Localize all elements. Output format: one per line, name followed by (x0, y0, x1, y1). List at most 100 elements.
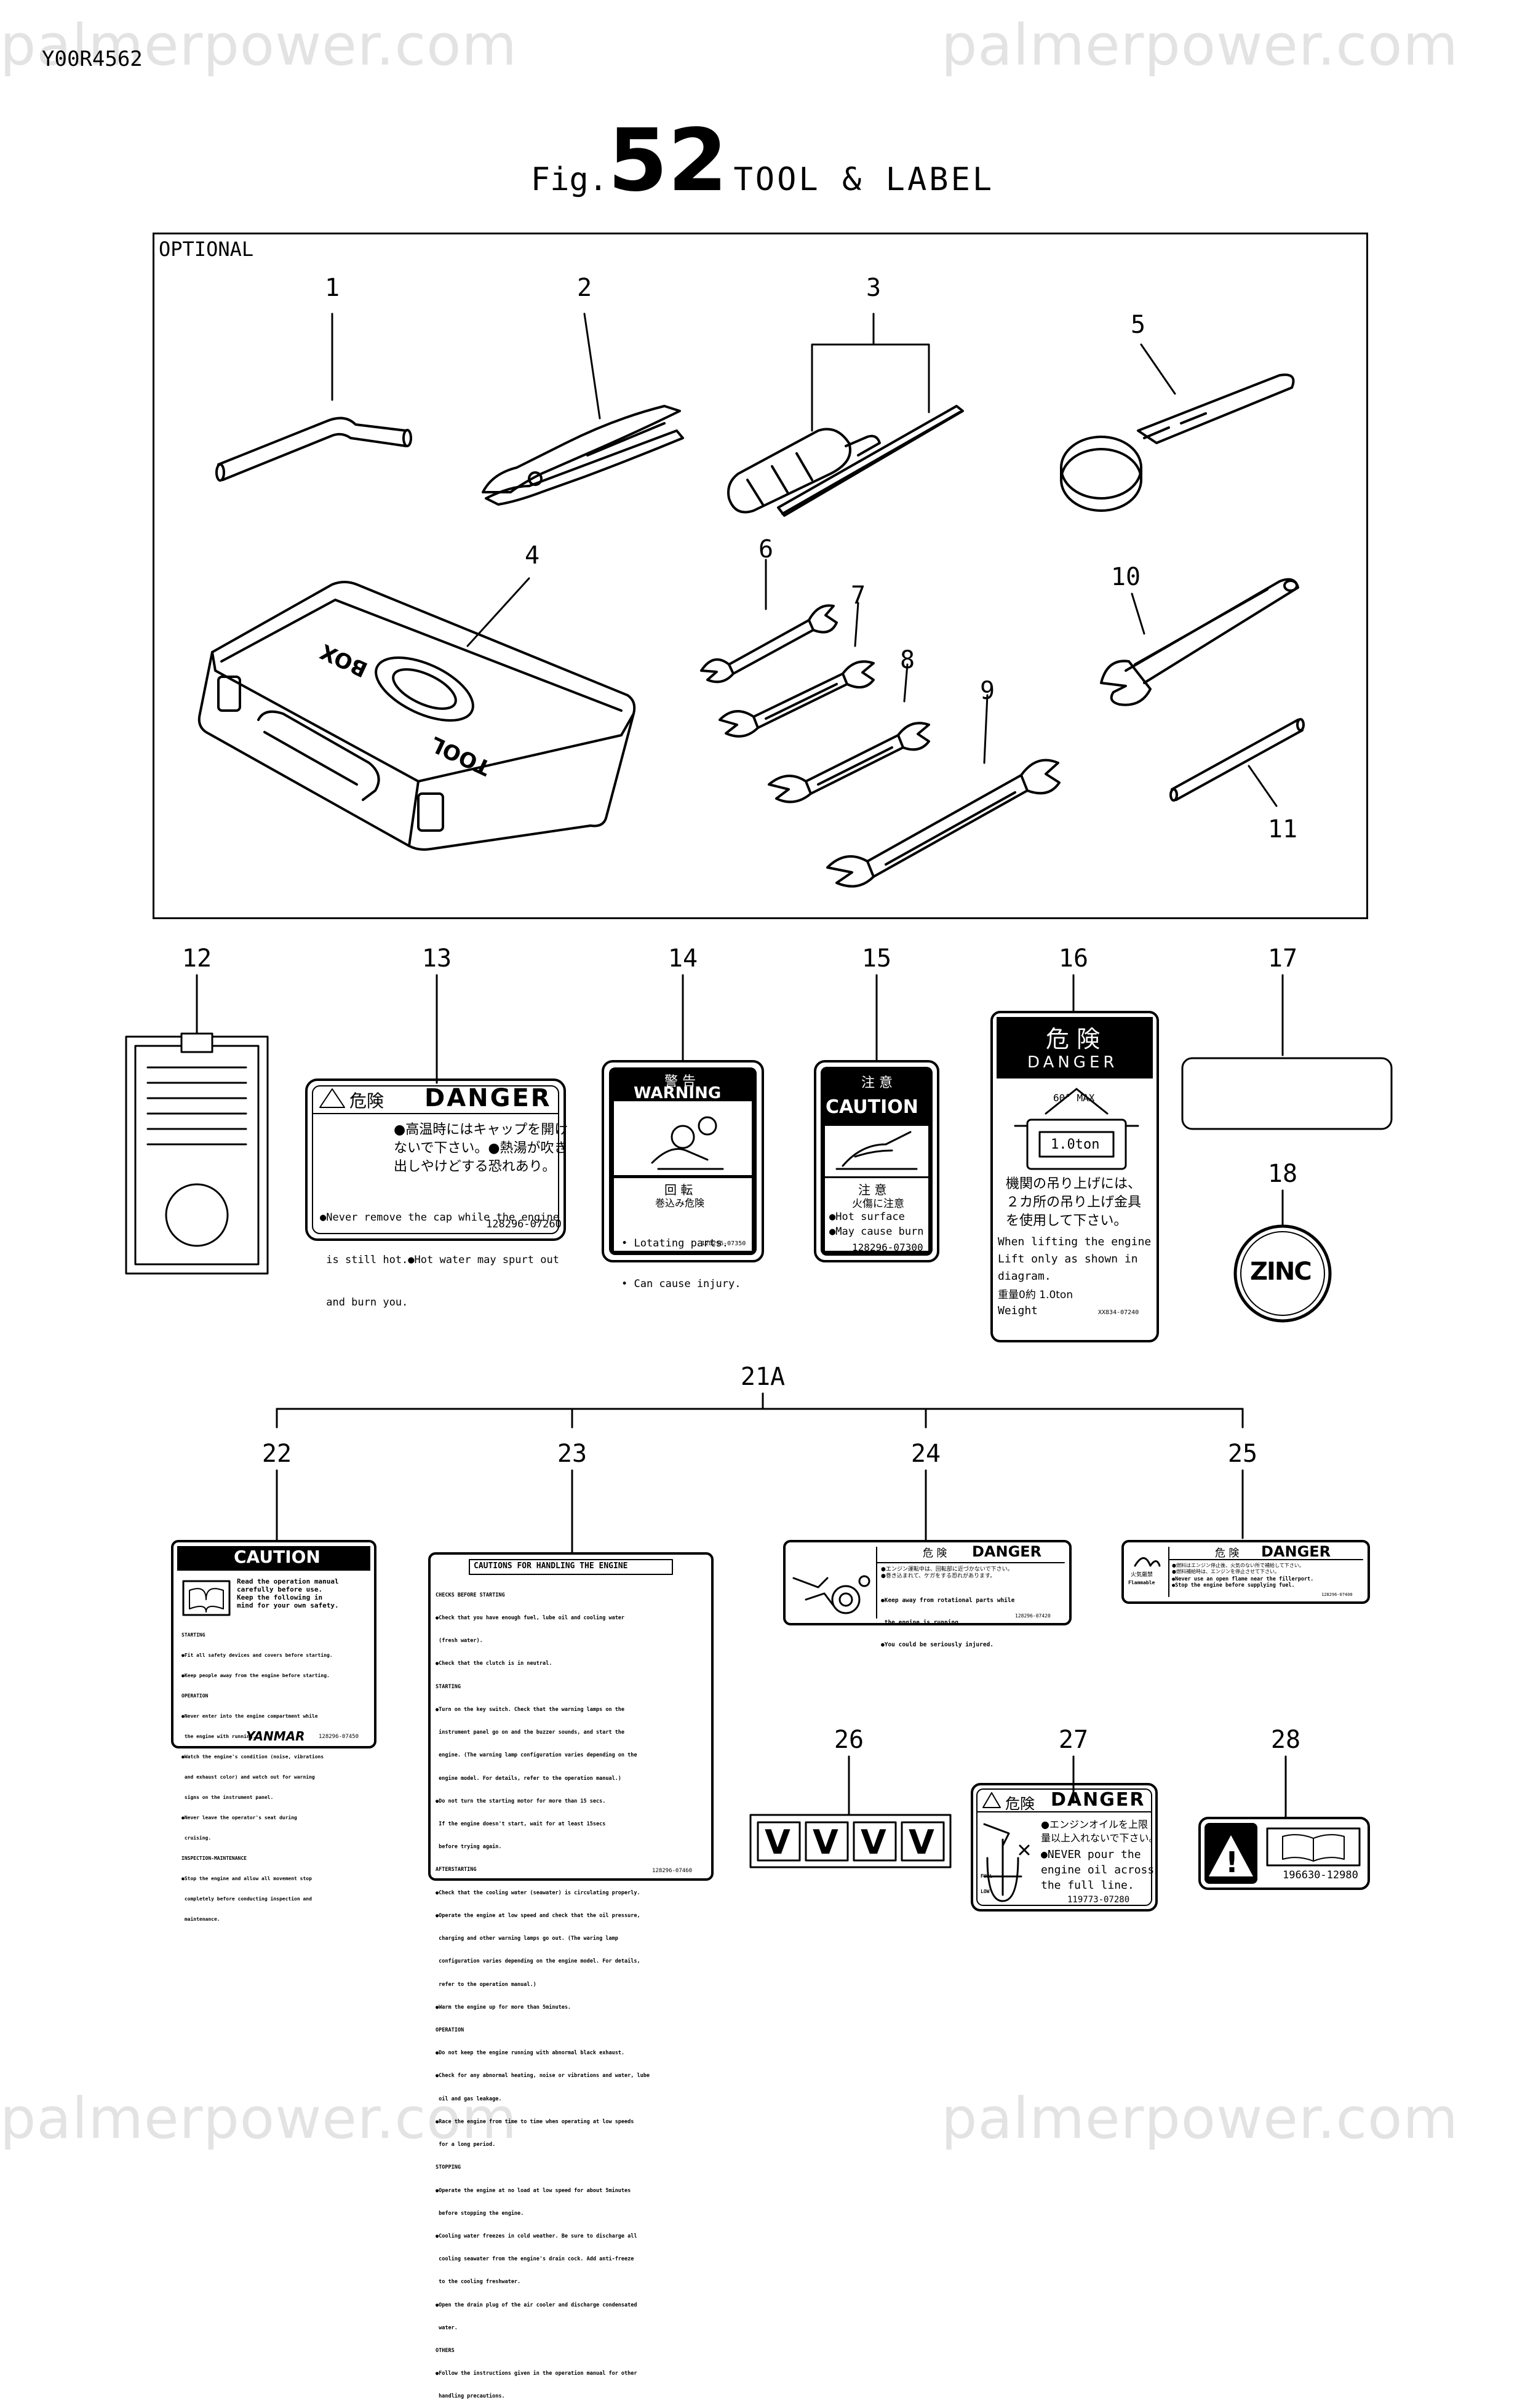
tool-box-icon (197, 581, 636, 851)
label-16-jp-line: 機関の吊り上げには、 (1006, 1176, 1142, 1192)
label-23-body-line: STOPPING (436, 2164, 461, 2171)
label-25-en-line: ●Stop the engine before supplying fuel. (1172, 1582, 1295, 1589)
part-number-13: 13 (421, 944, 452, 973)
label-22-body-line: signs on the instrument panel. (181, 1795, 274, 1800)
part-number-25: 25 (1227, 1440, 1258, 1468)
label-22-head: CAUTION (234, 1547, 321, 1567)
label-13-jp-line: ●高温時にはキャップを開け (394, 1122, 568, 1138)
label-22-body-line: and exhaust color) and watch out for war… (181, 1774, 315, 1780)
label-22-body-line: ●Watch the engine's condition (noise, vi… (181, 1754, 324, 1760)
label-23-body-line: OTHERS (436, 2348, 455, 2354)
label-22-intro: Read the operation manual carefully befo… (237, 1577, 339, 1609)
part-number-14: 14 (667, 944, 698, 973)
label-13-code: 128296-07260 (486, 1218, 562, 1230)
label-23-body-line: AFTERSTARTING (436, 1867, 477, 1873)
wrench-7-icon (719, 660, 875, 738)
label-12-card (125, 1032, 269, 1275)
part-number-6: 6 (758, 535, 774, 564)
label-27-head-jp: 危険 (1005, 1795, 1035, 1812)
label-23-body-line: handling precautions. (436, 2393, 505, 2400)
label-25-jp-line: ●燃料はエンジン停止後、火気のない所で補給して下さい。 (1172, 1563, 1304, 1568)
label-23-body-line: ●Operate the engine at no load at low sp… (436, 2187, 631, 2194)
label-23-body-line: ●Check that you have enough fuel, lube o… (436, 1615, 625, 1622)
label-24-code: 128296-07420 (1015, 1613, 1051, 1619)
label-26-v: V (861, 1823, 886, 1862)
label-13-frame (305, 1078, 566, 1241)
wrench-6-icon (700, 604, 838, 684)
part-number-17: 17 (1267, 944, 1298, 973)
label-14-en: • Lotating parts. • Can cause injury. (621, 1210, 741, 1304)
label-22-intro-line: mind for your own safety. (237, 1601, 339, 1609)
figure-prefix: Fig. (530, 161, 608, 198)
label-27-head-en: DANGER (1051, 1789, 1145, 1811)
part-number-5: 5 (1130, 311, 1146, 339)
label-16-head-jp: 危 険 (1046, 1026, 1101, 1053)
label-22-body-line: cruising. (181, 1835, 212, 1841)
part-number-21A: 21A (740, 1363, 786, 1391)
label-22-intro-line: carefully before use. (237, 1585, 323, 1593)
label-22-code: 128296-07450 (319, 1734, 359, 1740)
label-25-jp-line: ●燃料補給時は、エンジンを停止させて下さい。 (1172, 1569, 1280, 1574)
parts-diagram: BOX TOOL (125, 313, 1393, 1912)
label-26-frame (749, 1814, 952, 1868)
label-23-body-line: cooling seawater from the engine's drain… (436, 2256, 634, 2263)
label-16-angle: 60° MAX (1053, 1092, 1095, 1104)
figure-name: TOOL & LABEL (733, 161, 995, 198)
document-code: Y00R4562 (42, 47, 143, 71)
label-23-body-line: instrument panel go on and the buzzer so… (436, 1729, 625, 1736)
label-23-body-line: ●Operate the engine at low speed and che… (436, 1912, 640, 1919)
label-25-icon-en: Flammable (1128, 1580, 1155, 1585)
label-16-jp-line: を使用して下さい。 (1006, 1213, 1128, 1229)
label-25-en-line: ●Never use an open flame near the filler… (1172, 1576, 1314, 1582)
label-28-frame (1198, 1817, 1370, 1890)
part-number-10: 10 (1110, 563, 1141, 591)
label-13-jp-line: 出しやけどする恐れあり。 (394, 1159, 556, 1174)
label-23-frame (428, 1552, 714, 1881)
label-27-jp-line: 量以上入れないで下さい。 (1041, 1832, 1159, 1844)
part-number-12: 12 (181, 944, 212, 973)
label-23-body-line: ●Check that the cooling water (seawater)… (436, 1889, 640, 1896)
label-25-frame (1121, 1540, 1370, 1604)
watermark-top-left: palmerpower.com (0, 12, 518, 78)
label-25-code: 128296-07400 (1321, 1592, 1353, 1597)
label-24-jp-line: ●エンジン運転中は、回転部に近づかないで下さい。 (881, 1566, 1013, 1573)
part-number-23: 23 (557, 1440, 587, 1468)
label-21A-tree (276, 1392, 1287, 1819)
label-22-frame (171, 1540, 376, 1748)
label-15-sub2-jp: 火傷に注意 (852, 1198, 904, 1210)
label-24-en-line: ●Keep away from rotational parts while (881, 1597, 1015, 1604)
label-23-body-line: ●Cooling water freezes in cold weather. … (436, 2233, 637, 2239)
rod-icon (1169, 718, 1305, 802)
watermark-bottom-right: palmerpower.com (941, 2086, 1459, 2151)
label-16-wt-jp: 重量0約 1.0ton (998, 1289, 1073, 1301)
label-23-body-line: If the engine doesn't start, wait for at… (436, 1821, 606, 1827)
label-15-head-en: CAUTION (826, 1096, 918, 1118)
label-28-code: 196630-12980 (1283, 1869, 1358, 1881)
label-22-body-line: the engine with running. (181, 1734, 256, 1739)
label-23-body-line: engine. (The warning lamp configuration … (436, 1752, 637, 1759)
label-13-en: ●Never remove the cap while the engine i… (320, 1182, 559, 1324)
label-22-body-line: ●Never enter into the engine compartment… (181, 1713, 318, 1719)
label-15-code: 128296-07300 (852, 1242, 923, 1253)
label-15-frame (814, 1060, 939, 1262)
label-leaders-row1 (196, 974, 1284, 1226)
label-16-jp: 機関の吊り上げには、 ２カ所の吊り上げ金具 を使用して下さい。 (1006, 1175, 1141, 1230)
label-23-body-line: ●Follow the instructions given in the op… (436, 2370, 637, 2377)
svg-text:!: ! (1225, 1846, 1238, 1879)
label-27-en-line: the full line. (1041, 1879, 1134, 1892)
label-14-frame (602, 1060, 764, 1262)
label-25-head-en: DANGER (1261, 1543, 1331, 1560)
figure-number: 52 (608, 111, 728, 211)
label-24-en-line: ●You could be seriously injured. (881, 1641, 994, 1648)
label-23-body-line: ●Do not keep the engine running with abn… (436, 2050, 625, 2057)
label-27-en-line: engine oil across (1041, 1864, 1155, 1876)
label-23-body-line: water. (436, 2324, 458, 2331)
label-22-body: STARTING ●Fit all safety devices and cov… (181, 1618, 333, 1929)
label-23-body-line: STARTING (436, 1683, 461, 1690)
label-27-low: LOW (981, 1889, 990, 1894)
label-15-head-jp: 注 意 (861, 1075, 893, 1091)
label-13-en-line: ●Never remove the cap while the engine (320, 1211, 559, 1224)
label-23-body-line: engine model. For details, refer to the … (436, 1775, 621, 1782)
label-22-body-line: maintenance. (181, 1916, 220, 1922)
label-22-body-line: ●Fit all safety devices and covers befor… (181, 1653, 333, 1658)
